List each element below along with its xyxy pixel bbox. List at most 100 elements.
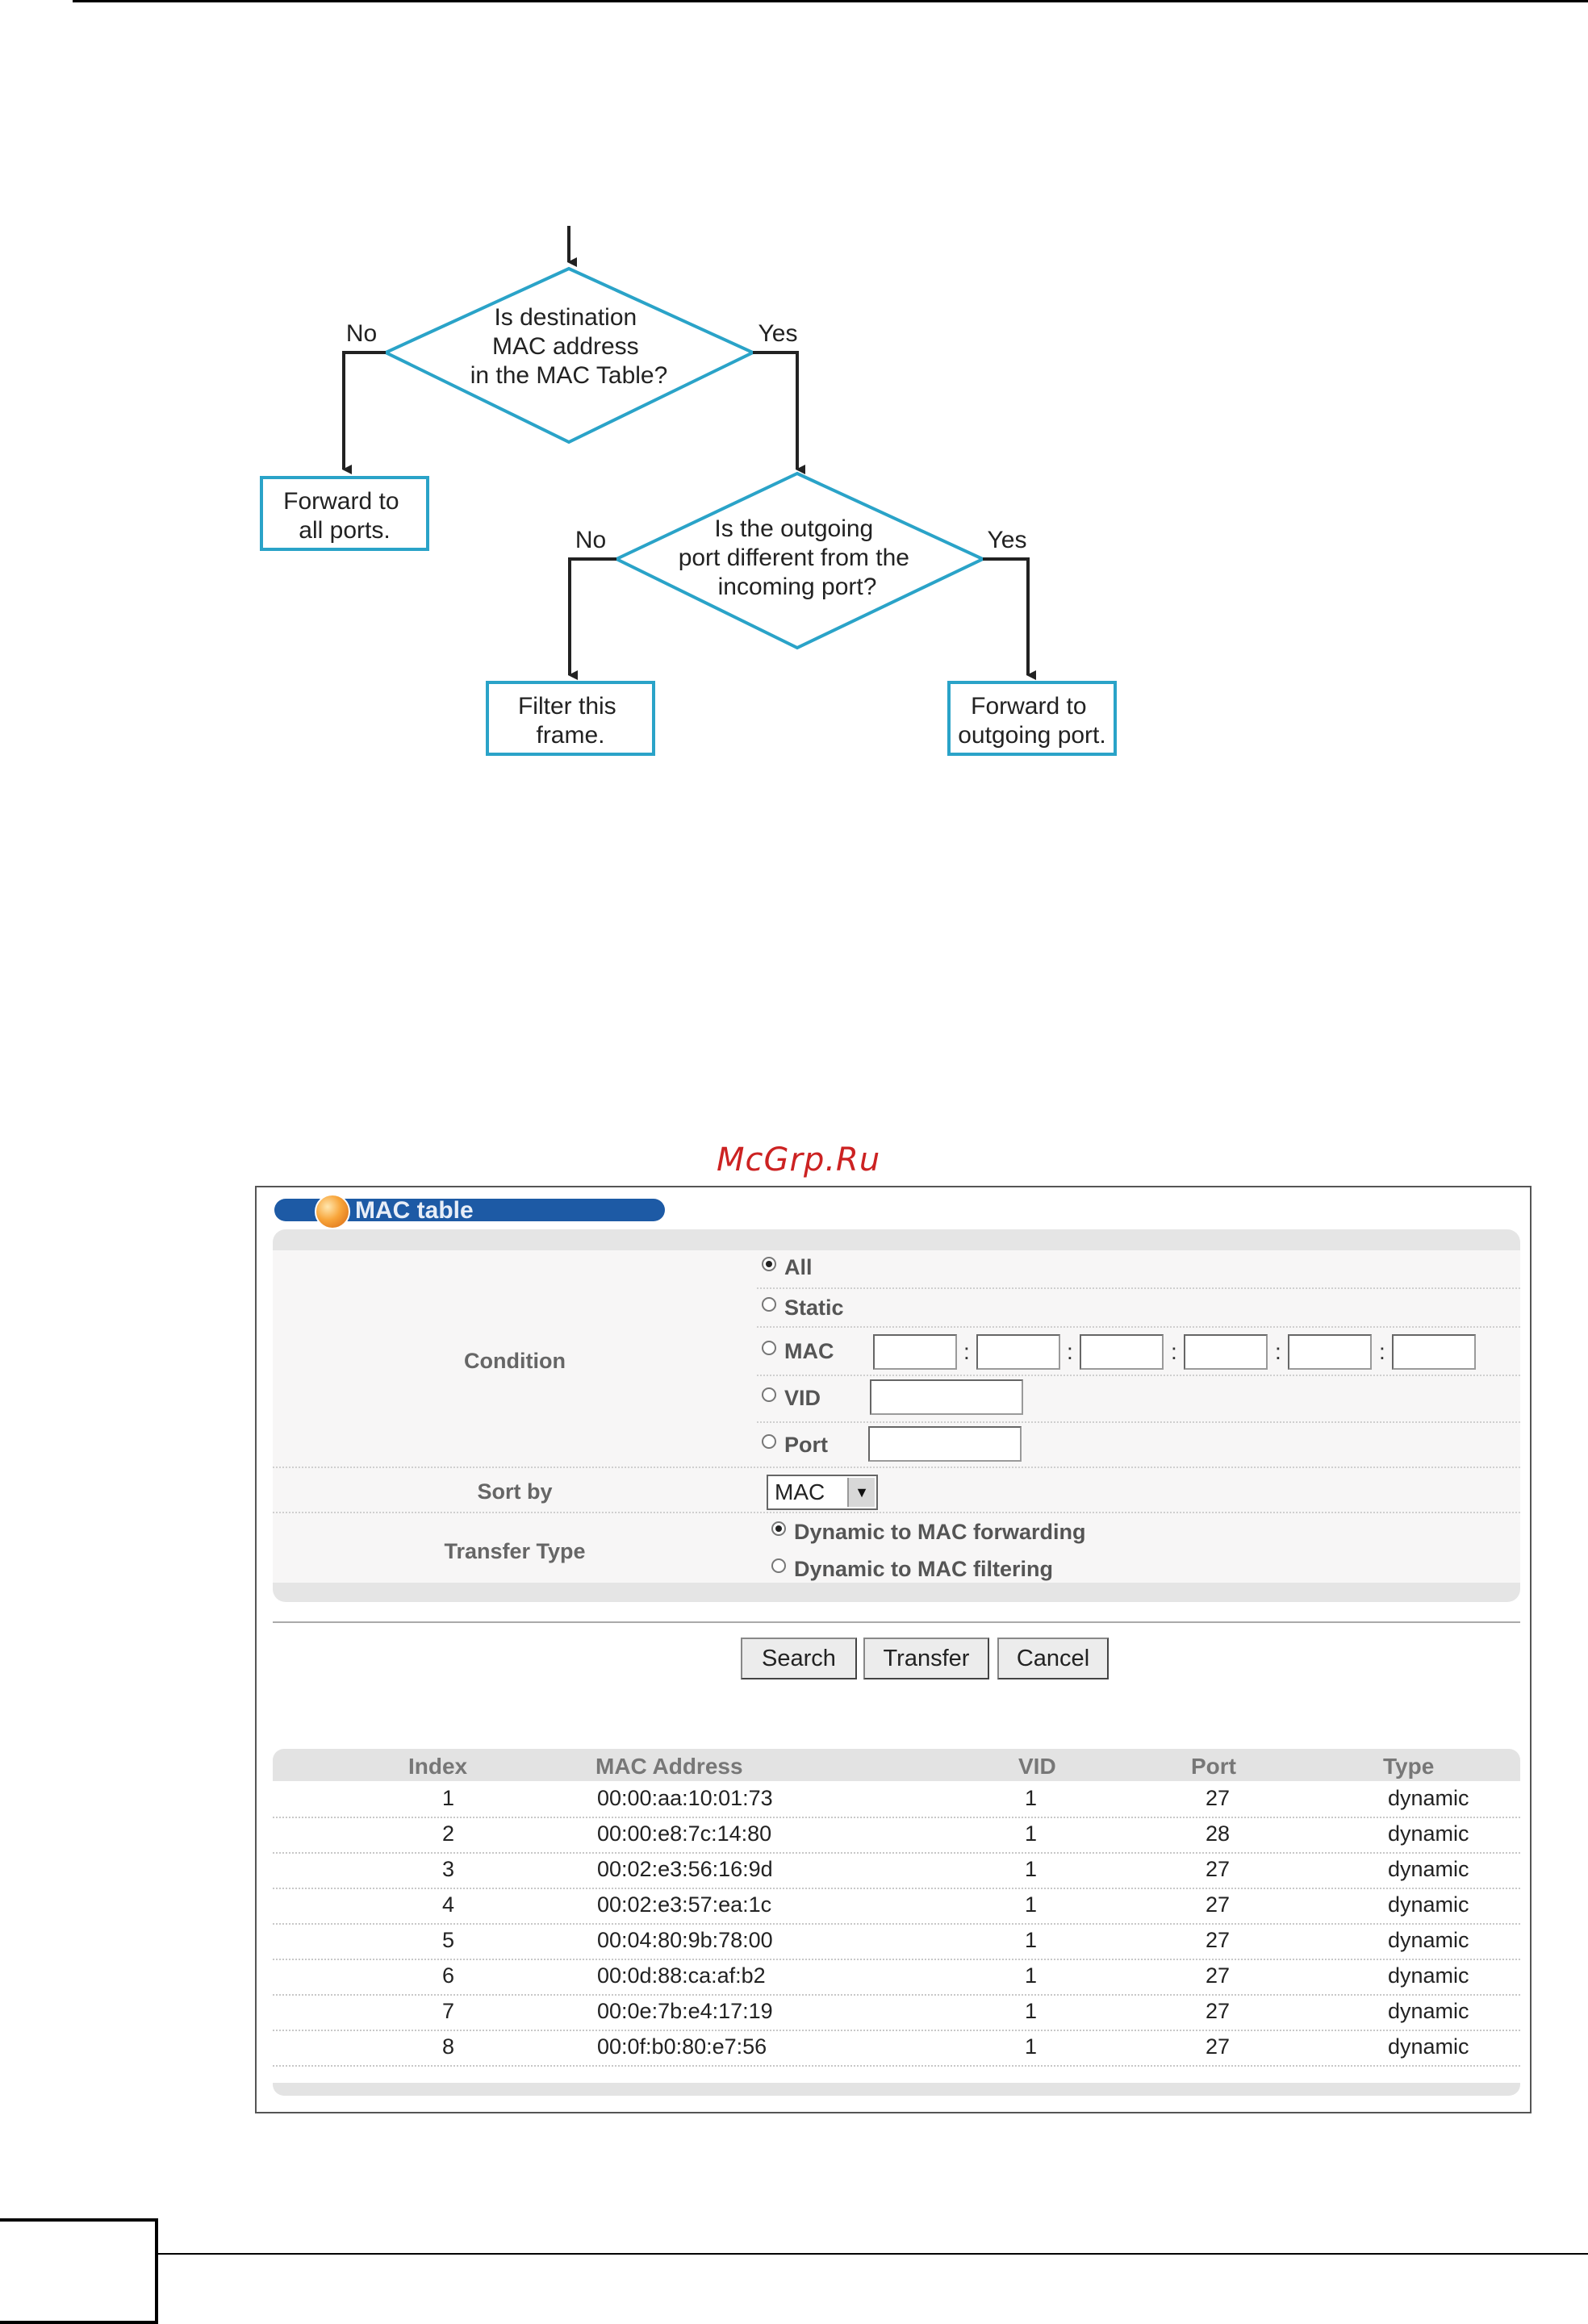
section-divider [273, 1621, 1520, 1623]
port-cell: 27 [1206, 1928, 1231, 1952]
transfer-type-label: Transfer Type [444, 1539, 586, 1563]
port-cell: 27 [1206, 1786, 1231, 1810]
header-mac-address: MAC Address [596, 1754, 743, 1779]
divider [757, 1287, 1520, 1289]
forward-all-line2: all ports. [299, 517, 390, 544]
sort-by-select[interactable]: MAC ▼ [767, 1475, 878, 1510]
forward-all-line1: Forward to [283, 488, 399, 515]
vid-cell: 1 [1025, 1892, 1038, 1917]
condition-static-radio[interactable] [762, 1297, 776, 1312]
page-number-box [0, 2218, 158, 2324]
vid-input[interactable] [870, 1379, 1023, 1415]
type-cell: dynamic [1388, 1857, 1469, 1881]
divider [757, 1375, 1520, 1376]
condition-mac-radio[interactable] [762, 1341, 776, 1355]
transfer-forwarding-label: Dynamic to MAC forwarding [794, 1520, 1086, 1544]
condition-panel: Condition All Static MAC : : : : : [273, 1229, 1520, 1602]
forward-all-box [260, 476, 429, 551]
transfer-button[interactable]: Transfer [863, 1638, 989, 1679]
vid-cell: 1 [1025, 1999, 1038, 2023]
divider [757, 1326, 1520, 1328]
vid-cell: 1 [1025, 1857, 1038, 1881]
transfer-filtering-radio[interactable] [771, 1558, 786, 1573]
condition-all-radio[interactable] [762, 1257, 776, 1271]
port-cell: 27 [1206, 1999, 1231, 2023]
top-rule [73, 0, 1588, 2]
cancel-button[interactable]: Cancel [997, 1638, 1109, 1679]
mac-address-cell: 00:00:e8:7c:14:80 [597, 1821, 772, 1846]
mac-octet-6-input[interactable] [1392, 1334, 1476, 1370]
vid-cell: 1 [1025, 1928, 1038, 1952]
port-cell: 27 [1206, 2034, 1231, 2059]
type-cell: dynamic [1388, 1786, 1469, 1810]
condition-port-label: Port [784, 1433, 828, 1457]
decision-port-different [612, 471, 987, 650]
decision2-line2: port different from the [679, 544, 909, 571]
index-cell: 1 [442, 1786, 455, 1810]
type-cell: dynamic [1388, 1892, 1469, 1917]
type-cell: dynamic [1388, 1999, 1469, 2023]
yes-branch-1 [753, 351, 805, 474]
vid-cell: 1 [1025, 1821, 1038, 1846]
divider [757, 1421, 1520, 1423]
divider [273, 1467, 1520, 1468]
decision1-no-label: No [346, 320, 377, 347]
table-row: 6 00:0d:88:ca:af:b2 1 27 dynamic [273, 1959, 1520, 1996]
decision1-line1: Is destination [494, 304, 637, 331]
index-cell: 8 [442, 2034, 455, 2059]
title-orb-icon [315, 1194, 350, 1229]
mac-address-cell: 00:04:80:9b:78:00 [597, 1928, 773, 1952]
mac-octet-2-input[interactable] [976, 1334, 1060, 1370]
mac-address-cell: 00:02:e3:56:16:9d [597, 1857, 773, 1881]
mac-table-screen: MAC table Condition All Static MAC : : :… [255, 1186, 1532, 2113]
condition-all-label: All [784, 1255, 813, 1279]
decision1-line3: in the MAC Table? [470, 362, 668, 389]
svg-text:Filter this frame.: Filter this frame. [518, 693, 623, 749]
condition-vid-label: VID [784, 1386, 821, 1410]
mac-octet-4-input[interactable] [1184, 1334, 1268, 1370]
header-port: Port [1191, 1754, 1236, 1779]
mac-address-cell: 00:0f:b0:80:e7:56 [597, 2034, 767, 2059]
mac-octet-1-input[interactable] [873, 1334, 957, 1370]
svg-text:Forward to outgoing port.: Forward to outgoing port. [958, 693, 1105, 749]
header-type: Type [1383, 1754, 1435, 1779]
header-index: Index [408, 1754, 468, 1779]
header-vid: VID [1018, 1754, 1056, 1779]
decision2-line3: incoming port? [718, 574, 877, 600]
port-cell: 27 [1206, 1857, 1231, 1881]
mac-separator: : [1171, 1339, 1177, 1364]
port-input[interactable] [868, 1426, 1022, 1462]
condition-static-label: Static [784, 1296, 844, 1320]
index-cell: 4 [442, 1892, 455, 1917]
condition-port-radio[interactable] [762, 1434, 776, 1449]
transfer-forwarding-radio[interactable] [771, 1521, 786, 1536]
condition-body: Condition All Static MAC : : : : : [273, 1250, 1520, 1583]
chevron-down-icon[interactable]: ▼ [847, 1478, 875, 1507]
condition-vid-radio[interactable] [762, 1387, 776, 1402]
filter-line1: Filter this [518, 693, 616, 720]
mac-separator: : [1067, 1339, 1073, 1364]
port-cell: 27 [1206, 1963, 1231, 1988]
index-cell: 2 [442, 1821, 455, 1846]
mac-address-cell: 00:0d:88:ca:af:b2 [597, 1963, 766, 1988]
type-cell: dynamic [1388, 1963, 1469, 1988]
footer-rule [158, 2253, 1588, 2255]
sort-by-value: MAC [775, 1479, 825, 1504]
index-cell: 6 [442, 1963, 455, 1988]
mac-octet-5-input[interactable] [1288, 1334, 1372, 1370]
vid-cell: 1 [1025, 1963, 1038, 1988]
svg-text:Forward to all ports.: Forward to all ports. [283, 488, 406, 544]
decision1-line2: MAC address [492, 333, 639, 360]
mac-octet-3-input[interactable] [1080, 1334, 1164, 1370]
decision2-line1: Is the outgoing [714, 515, 873, 542]
sort-by-label: Sort by [477, 1479, 553, 1504]
search-button[interactable]: Search [741, 1638, 857, 1679]
index-cell: 5 [442, 1928, 455, 1952]
